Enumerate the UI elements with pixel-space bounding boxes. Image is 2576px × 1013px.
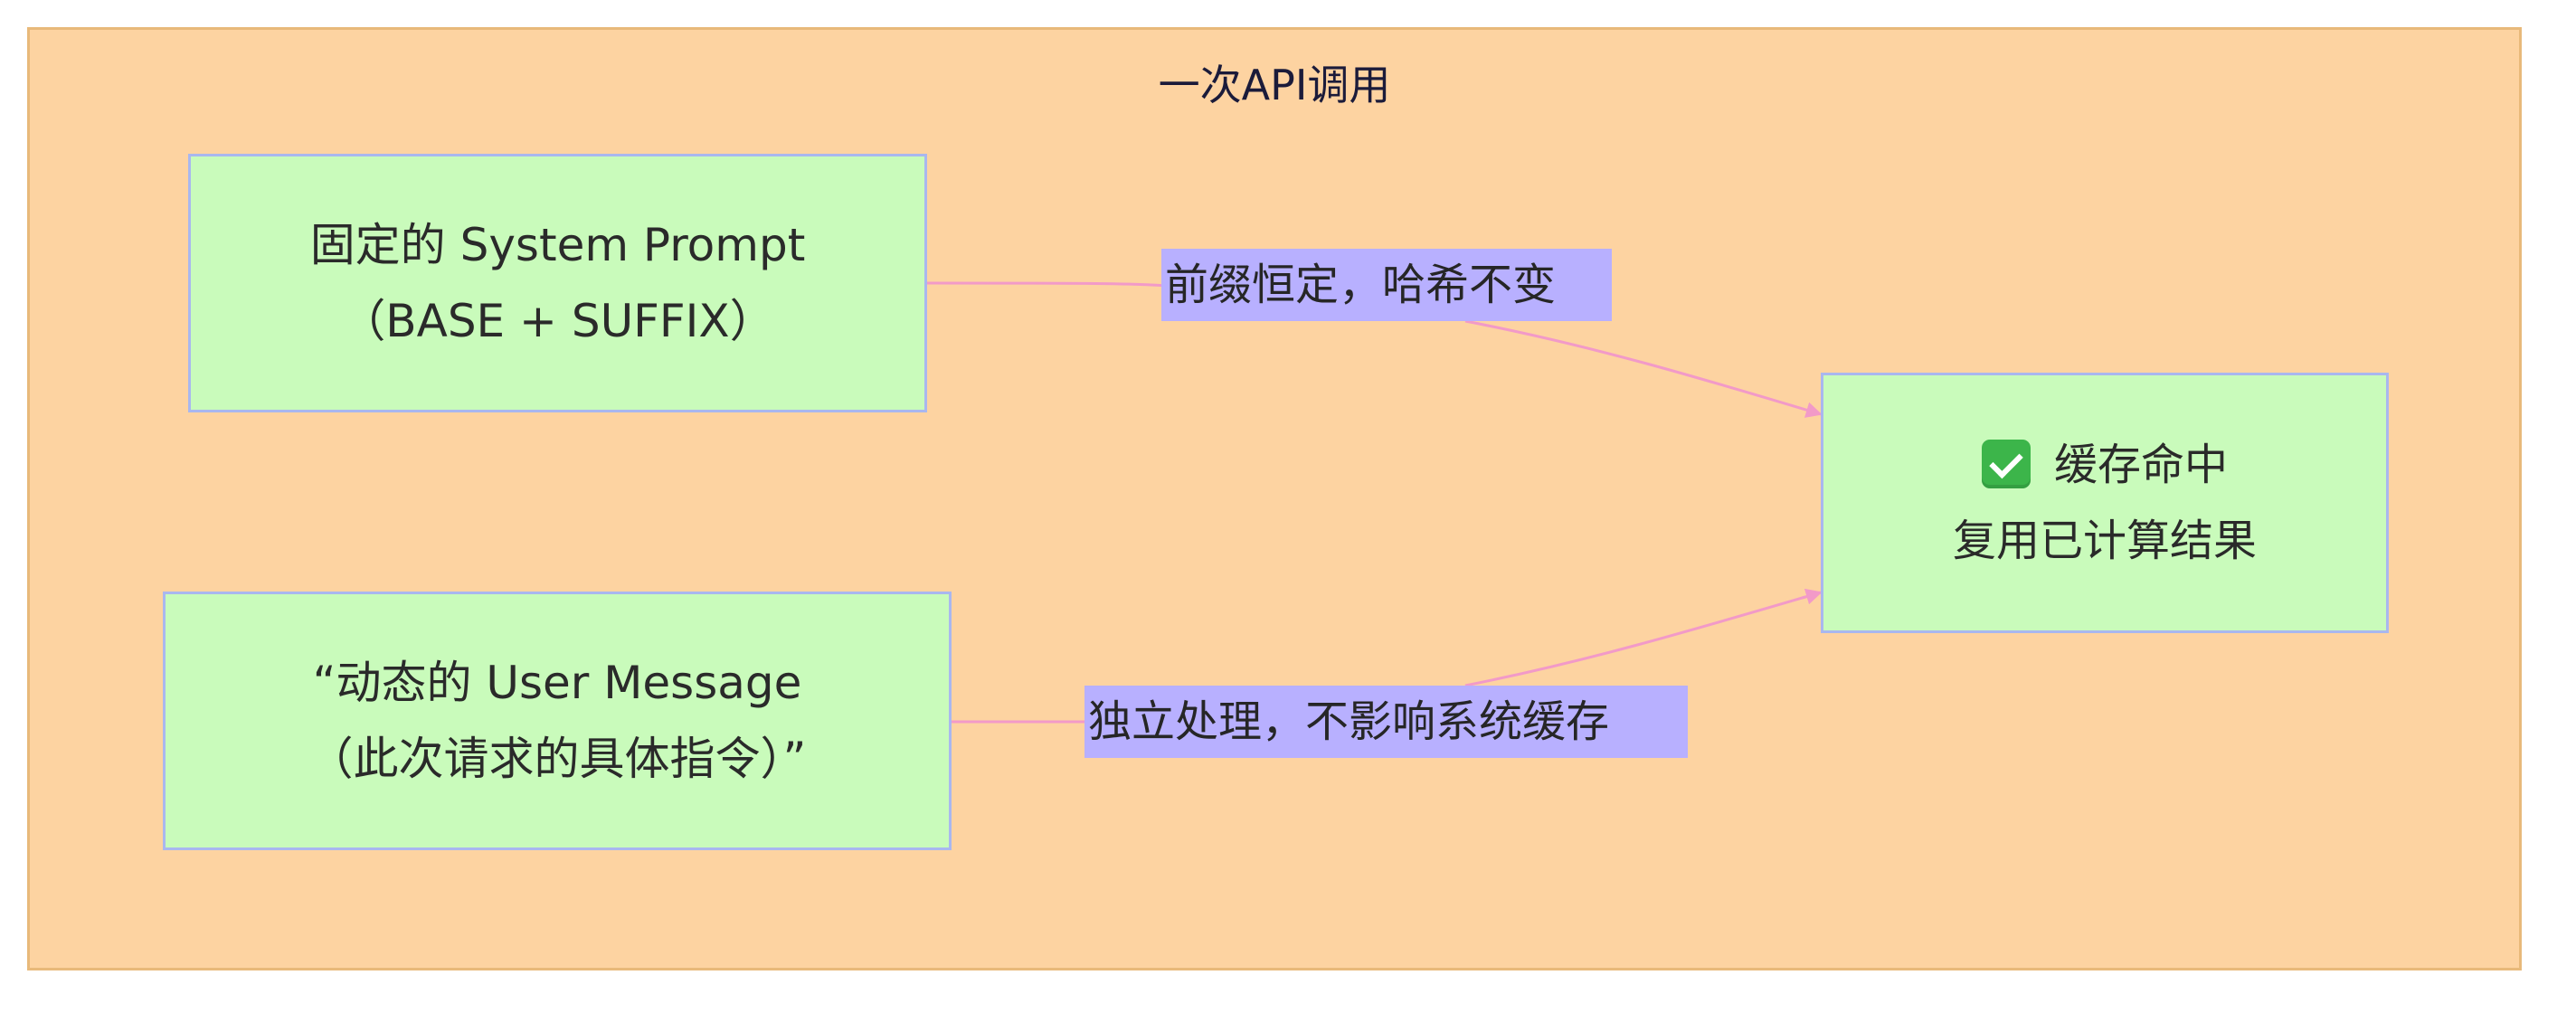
cache-hit-line2: 复用已计算结果 — [1952, 516, 2257, 566]
user-message-line2: （此次请求的具体指令）” — [308, 733, 807, 785]
edge-system-to-cache — [926, 281, 1821, 414]
system-prompt-line2: （BASE + SUFFIX） — [340, 295, 775, 347]
system-prompt-node: 固定的 System Prompt （BASE + SUFFIX） — [188, 154, 927, 412]
system-prompt-line1: 固定的 System Prompt — [309, 219, 806, 271]
user-message-line1: “动态的 User Message — [312, 657, 802, 709]
cache-hit-line1: 缓存命中 — [2053, 440, 2228, 490]
user-message-node: “动态的 User Message （此次请求的具体指令）” — [163, 592, 952, 850]
check-mark-button-icon — [1981, 440, 2031, 488]
edge-user-to-cache — [952, 592, 1821, 724]
cache-hit-node: 缓存命中 复用已计算结果 — [1821, 373, 2389, 633]
edge-label-system-to-cache: 前缀恒定，哈希不变 — [1161, 249, 1612, 321]
cache-hit-title: 缓存命中 — [1981, 427, 2228, 503]
group-title: 一次API调用 — [1158, 61, 1391, 109]
edge-label-user-to-cache: 独立处理，不影响系统缓存 — [1084, 686, 1688, 758]
